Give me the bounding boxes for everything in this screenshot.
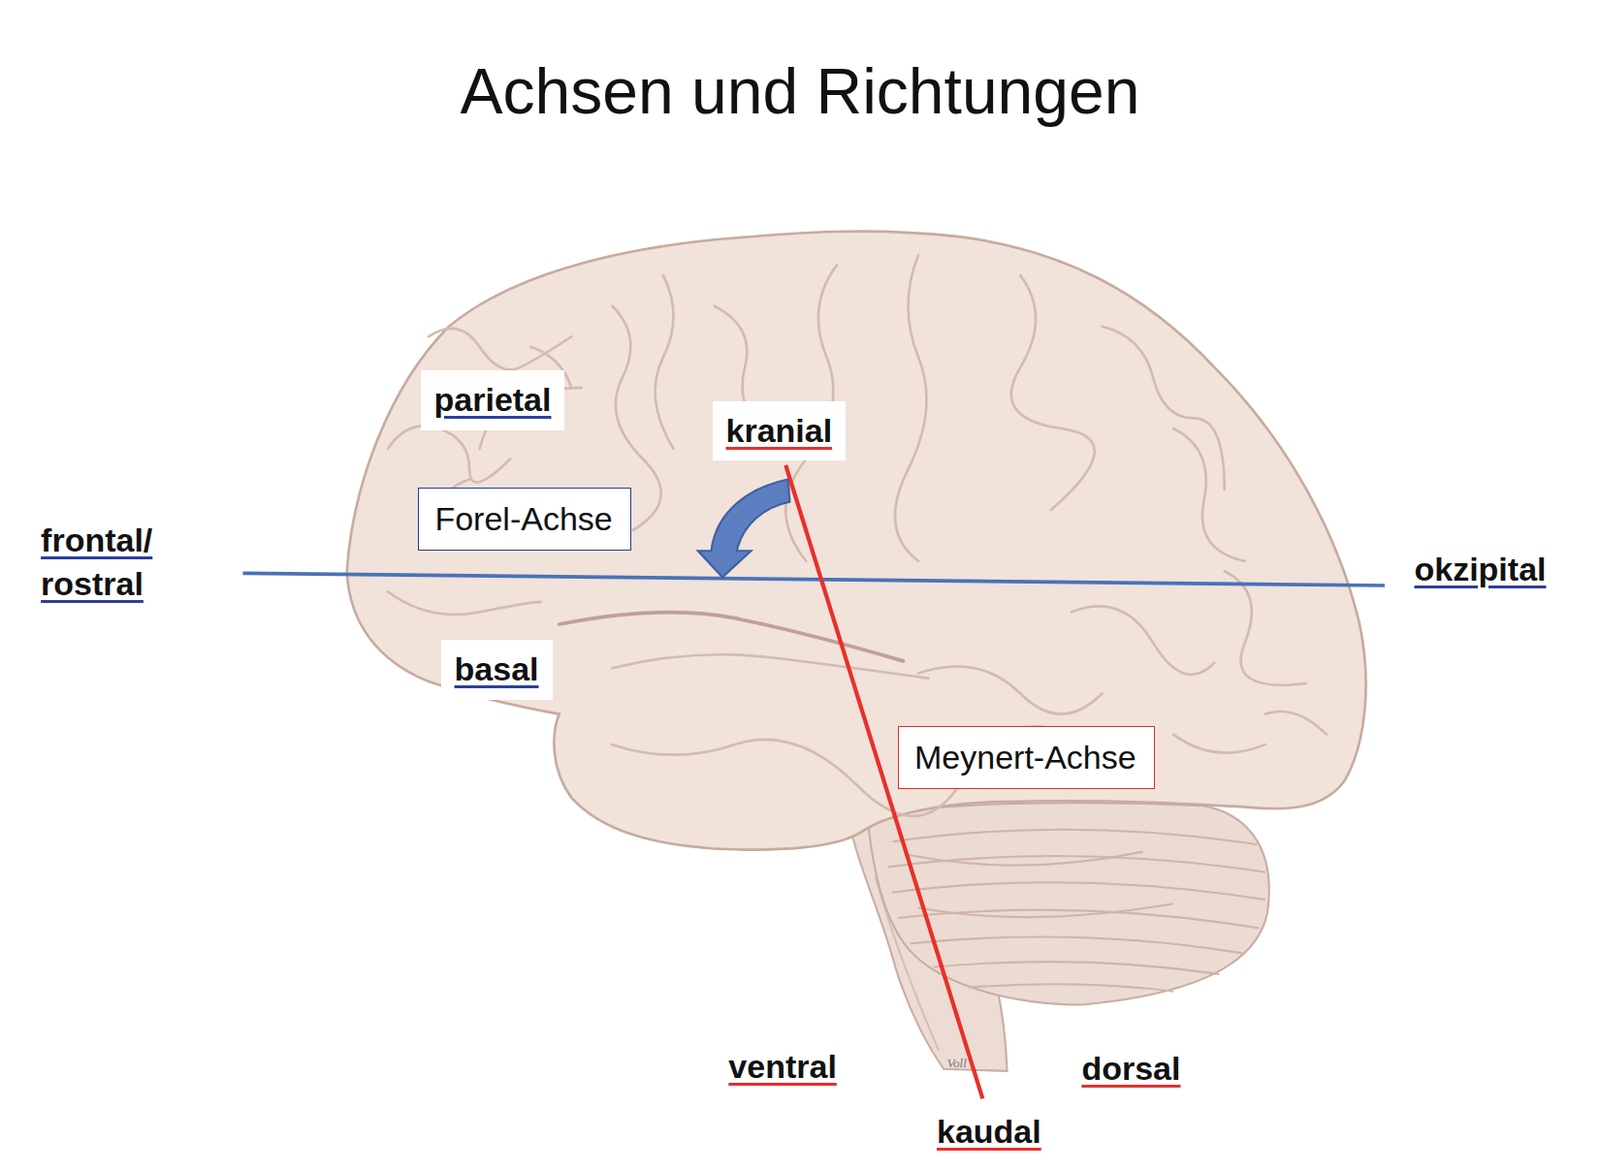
- direction-label: kaudal: [936, 1110, 1042, 1155]
- direction-label: frontal/ rostral: [40, 518, 194, 608]
- direction-label: ventral: [728, 1045, 837, 1090]
- artist-signature: Voll: [947, 1055, 967, 1073]
- direction-label: kranial: [712, 401, 847, 462]
- direction-label: okzipital: [1413, 547, 1546, 593]
- axis-name-box: Meynert-Achse: [897, 726, 1155, 790]
- page-title: Achsen und Richtungen: [0, 54, 1600, 128]
- forel-axis-line: [242, 573, 1385, 586]
- axis-name: Meynert-Achse: [914, 738, 1139, 777]
- axis-name: Forel-Achse: [434, 500, 615, 539]
- direction-label: parietal: [420, 370, 566, 431]
- rotation-arrow: [698, 480, 791, 578]
- direction-label: basal: [441, 640, 553, 701]
- axis-name-box: Forel-Achse: [417, 487, 632, 551]
- cerebrum: [347, 231, 1367, 851]
- cerebellum: [866, 802, 1269, 1005]
- direction-label: dorsal: [1081, 1047, 1181, 1092]
- axes: [242, 465, 1385, 1099]
